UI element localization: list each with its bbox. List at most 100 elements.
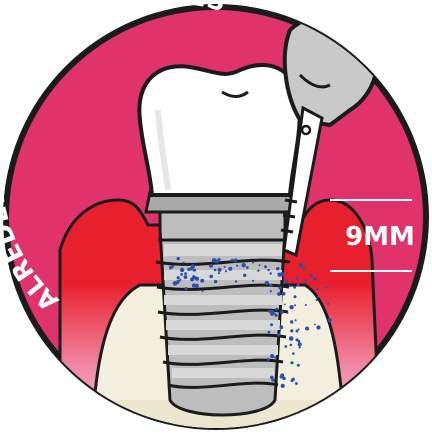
plaque-dot	[294, 295, 297, 298]
plaque-dot	[271, 378, 275, 382]
plaque-dot	[281, 384, 285, 388]
plaque-dot	[252, 280, 254, 282]
plaque-dot	[257, 270, 259, 272]
plaque-dot	[294, 304, 296, 306]
plaque-dot	[267, 269, 269, 271]
plaque-dot	[267, 358, 270, 361]
plaque-dot	[173, 281, 178, 286]
plaque-dot	[218, 272, 220, 274]
crown-icon	[139, 65, 300, 195]
plaque-dot	[284, 304, 286, 306]
plaque-dot	[290, 361, 293, 364]
plaque-dot	[268, 331, 271, 334]
plaque-dot	[177, 257, 180, 260]
plaque-dot	[169, 266, 172, 269]
plaque-dot	[305, 327, 309, 331]
plaque-dot	[279, 325, 283, 329]
plaque-dot	[276, 308, 279, 311]
plaque-dot	[180, 273, 183, 276]
plaque-dot	[177, 276, 180, 279]
plaque-dot	[290, 329, 293, 332]
plaque-dot	[299, 346, 301, 348]
plaque-dot	[242, 263, 246, 267]
plaque-dot	[279, 286, 283, 290]
plaque-dot	[214, 269, 217, 272]
plaque-dot	[270, 310, 274, 314]
plaque-dot	[274, 356, 277, 359]
plaque-dot	[200, 279, 204, 283]
plaque-dot	[285, 280, 289, 284]
plaque-dot	[310, 274, 313, 277]
plaque-dot	[179, 279, 181, 281]
plaque-dot	[297, 340, 300, 343]
plaque-dot	[284, 345, 287, 348]
plaque-dot	[325, 286, 327, 288]
plaque-dot	[297, 364, 300, 367]
plaque-dot	[296, 330, 299, 333]
plaque-dot	[246, 266, 249, 269]
plaque-dot	[304, 279, 307, 282]
plaque-dot	[235, 280, 237, 282]
plaque-dot	[191, 264, 195, 268]
plaque-dot	[292, 352, 295, 355]
plaque-dot	[295, 277, 298, 280]
plaque-dot	[236, 265, 238, 267]
plaque-dot	[228, 267, 232, 271]
plaque-dot	[202, 290, 204, 292]
plaque-dot	[297, 283, 300, 286]
plaque-dot	[277, 292, 281, 296]
plaque-dot	[224, 266, 226, 268]
plaque-dot	[316, 325, 320, 329]
plaque-dot	[243, 274, 246, 277]
plaque-dot	[316, 299, 318, 301]
plaque-dot	[299, 263, 303, 267]
plaque-dot	[265, 281, 269, 285]
plaque-dot	[184, 275, 188, 279]
plaque-dot	[270, 354, 274, 358]
plaque-dot	[298, 328, 300, 330]
plaque-dot	[289, 305, 293, 309]
plaque-dot	[180, 268, 184, 272]
plaque-dot	[184, 272, 187, 275]
plaque-dot	[316, 288, 319, 291]
plaque-dot	[291, 379, 294, 382]
plaque-dot	[289, 285, 291, 287]
plaque-dot	[313, 277, 316, 280]
plaque-dot	[277, 333, 280, 336]
plaque-dot	[270, 290, 272, 292]
plaque-dot	[327, 303, 329, 305]
plaque-dot	[264, 265, 267, 268]
plaque-dot	[270, 272, 272, 274]
plaque-dot	[293, 286, 296, 289]
plaque-dot	[287, 312, 289, 314]
plaque-dot	[295, 319, 297, 321]
plaque-dot	[252, 262, 254, 264]
plaque-dot	[314, 324, 316, 326]
plaque-dot	[290, 320, 293, 323]
plaque-dot	[259, 264, 261, 266]
plaque-dot	[290, 344, 293, 347]
plaque-dot	[192, 276, 196, 280]
plaque-dot	[214, 280, 217, 283]
plaque-dot	[218, 268, 222, 272]
plaque-dot	[305, 304, 307, 306]
plaque-dot	[278, 267, 280, 269]
plaque-dot	[209, 275, 213, 279]
plaque-dot	[280, 310, 283, 313]
plaque-dot	[289, 336, 294, 341]
plaque-dot	[225, 270, 227, 272]
plaque-dot	[217, 258, 220, 261]
plaque-dot	[280, 375, 283, 378]
plaque-dot	[192, 283, 196, 287]
plaque-dot	[317, 296, 319, 298]
plaque-dot	[282, 292, 286, 296]
plaque-dot	[234, 261, 236, 263]
measurement-label: 9MM	[345, 222, 415, 252]
plaque-dot	[328, 318, 332, 322]
plaque-dot	[295, 382, 298, 385]
plaque-dot	[269, 284, 272, 287]
plaque-dot	[270, 323, 273, 326]
plaque-dot	[185, 287, 188, 290]
